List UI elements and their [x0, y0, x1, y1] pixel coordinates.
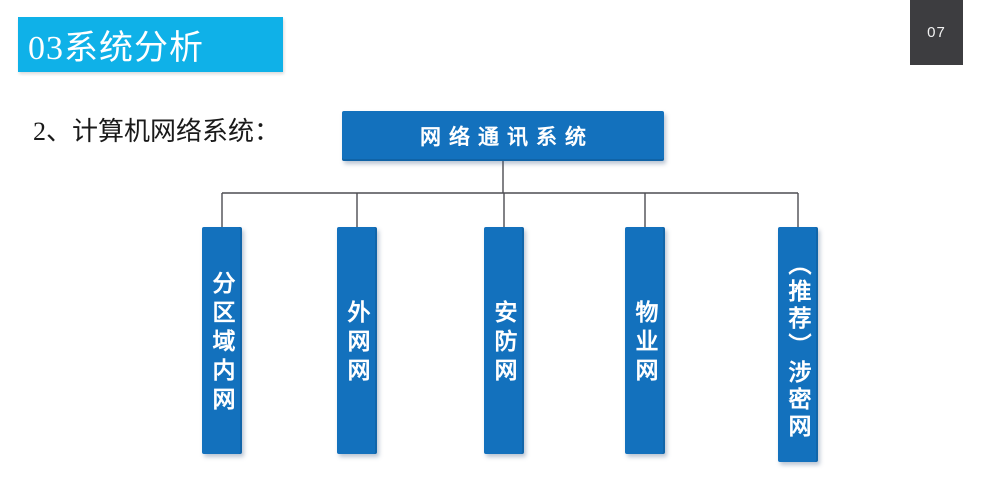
- node-label: 物业网: [632, 300, 658, 387]
- org-chart-node-external-net: 外网网: [337, 227, 377, 454]
- page-number-badge: 07: [910, 0, 963, 65]
- org-chart-node-property-net: 物业网: [625, 227, 665, 454]
- org-chart-node-intranet: 分区域内网: [202, 227, 242, 454]
- section-subtitle: 2、计算机网络系统：: [33, 117, 281, 146]
- node-label: 安防网: [491, 300, 517, 387]
- page-number-label: 07: [927, 24, 946, 41]
- node-label: 分区域内网: [209, 271, 235, 416]
- section-header-label: 03系统分析: [28, 30, 204, 67]
- root-node-label: 网络通讯系统: [420, 126, 594, 149]
- org-chart-root-node: 网络通讯系统: [342, 111, 664, 161]
- node-label: （推荐）涉密网: [785, 252, 811, 441]
- org-chart-node-security-net: 安防网: [484, 227, 524, 454]
- section-header-banner: 03系统分析: [18, 17, 283, 72]
- org-chart-node-classified-net: （推荐）涉密网: [778, 227, 818, 462]
- node-label: 外网网: [344, 300, 370, 387]
